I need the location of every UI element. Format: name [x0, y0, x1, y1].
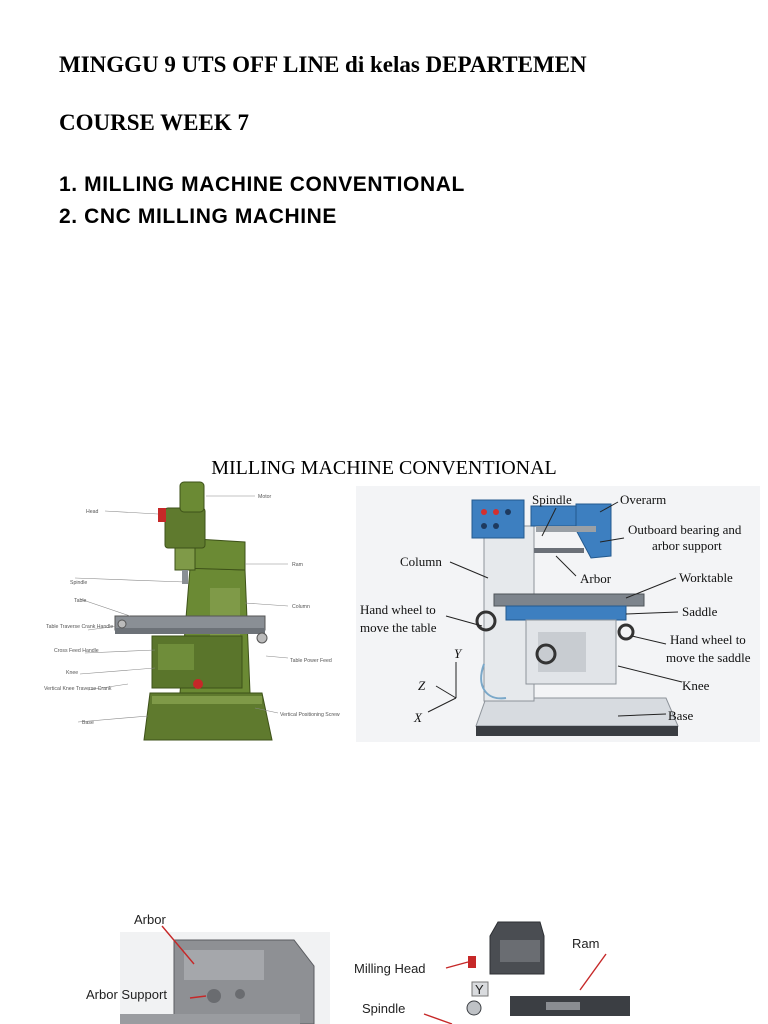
page-title-line-2: COURSE WEEK 7	[59, 110, 250, 135]
label-spindle: Spindle	[70, 580, 87, 586]
label-ram: Ram	[572, 936, 599, 951]
label-milling-head: Milling Head	[354, 961, 426, 976]
label-column: Column	[292, 604, 310, 610]
axis-x-label: X	[413, 710, 423, 725]
milling-head-diagram-figure: Ram Milling Head Spindle Y	[350, 910, 640, 1024]
label-arbor: Arbor	[134, 912, 166, 927]
label-handwheel-saddle-2: move the saddle	[666, 650, 751, 665]
label-arbor: Arbor	[580, 571, 612, 586]
vertical-milling-machine-figure: Motor Head Ram Spindle Column Table Tabl…	[44, 481, 340, 741]
axis-y-label: Y	[454, 646, 463, 661]
label-handwheel-table-1: Hand wheel to	[360, 602, 436, 617]
arbor-diagram-figure: Arbor Arbor Support	[86, 912, 330, 1024]
label-knee: Knee	[682, 678, 710, 693]
page-title-line-1: MINGGU 9 UTS OFF LINE di kelas DEPARTEME…	[59, 52, 587, 77]
label-overarm: Overarm	[620, 492, 666, 507]
label-outboard-line-2: arbor support	[652, 538, 722, 553]
horizontal-milling-machine-figure: Spindle Overarm Outboard bearing and arb…	[356, 486, 760, 742]
label-spindle: Spindle	[362, 1001, 405, 1016]
label-worktable: Worktable	[679, 570, 733, 585]
label-handwheel-saddle-1: Hand wheel to	[670, 632, 746, 647]
label-table: Table	[74, 598, 87, 604]
label-base: Base	[82, 720, 94, 726]
label-spindle: Spindle	[532, 492, 572, 507]
label-vertical-screw: Vertical Positioning Screw	[280, 712, 340, 718]
label-outboard-line-1: Outboard bearing and	[628, 522, 742, 537]
label-vertical-traverse: Vertical Knee Traverse Crank	[44, 686, 112, 692]
label-base: Base	[668, 708, 694, 723]
label-table-power-feed: Table Power Feed	[290, 658, 332, 664]
label-saddle: Saddle	[682, 604, 718, 619]
topic-item-1: 1. MILLING MACHINE CONVENTIONAL	[59, 173, 465, 196]
label-knee: Knee	[66, 670, 78, 676]
label-handwheel-table-2: move the table	[360, 620, 437, 635]
label-arbor-support: Arbor Support	[86, 987, 167, 1002]
section-title: MILLING MACHINE CONVENTIONAL	[211, 457, 557, 479]
label-table-traverse: Table Traverse Crank Handle	[46, 624, 113, 630]
label-cross-feed: Cross Feed Handle	[54, 648, 99, 654]
topic-item-2: 2. CNC MILLING MACHINE	[59, 205, 338, 228]
axis-y-label: Y	[475, 982, 484, 997]
label-ram: Ram	[292, 562, 303, 568]
axis-z-label: Z	[418, 678, 426, 693]
axis-indicator	[427, 662, 457, 713]
label-column: Column	[400, 554, 442, 569]
label-head: Head	[86, 509, 99, 515]
label-motor: Motor	[258, 494, 272, 500]
